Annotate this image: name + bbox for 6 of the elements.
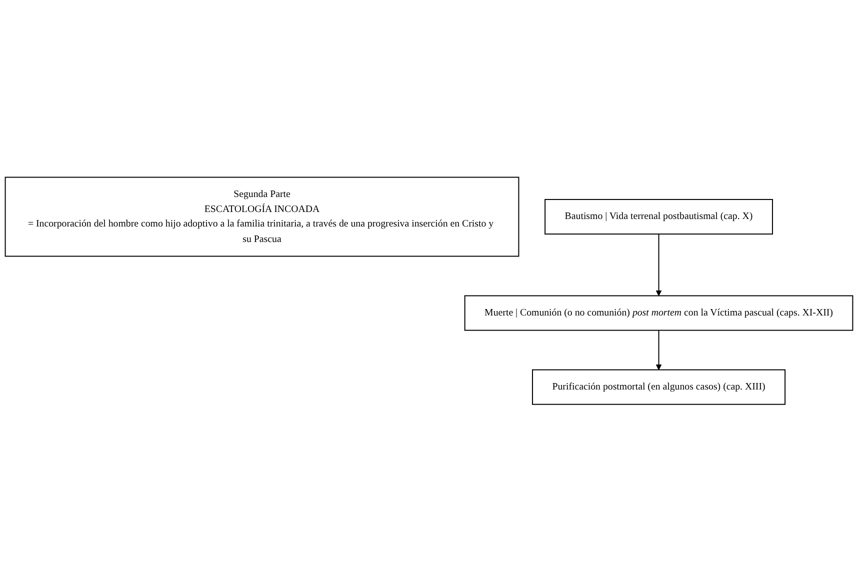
arrow xyxy=(656,234,662,296)
node-box: Segunda Parte ESCATOLOGÍA INCOADA = Incorporación del hombre como hijo adoptivo a la familia trinitaria, a través de una progresiva inserción en Cristo y su Pascua xyxy=(4,176,520,257)
arrow xyxy=(656,330,662,370)
node-box: Purificación postmortal (en algunos casos) (cap. XIII) xyxy=(532,370,786,406)
node-box: Muerte | Comunión (o no comunión) post mortem con la Víctima pascual (caps. XI-XII) xyxy=(464,295,854,331)
node-box: Bautismo | Vida terrenal postbautismal (cap. X) xyxy=(544,199,773,235)
